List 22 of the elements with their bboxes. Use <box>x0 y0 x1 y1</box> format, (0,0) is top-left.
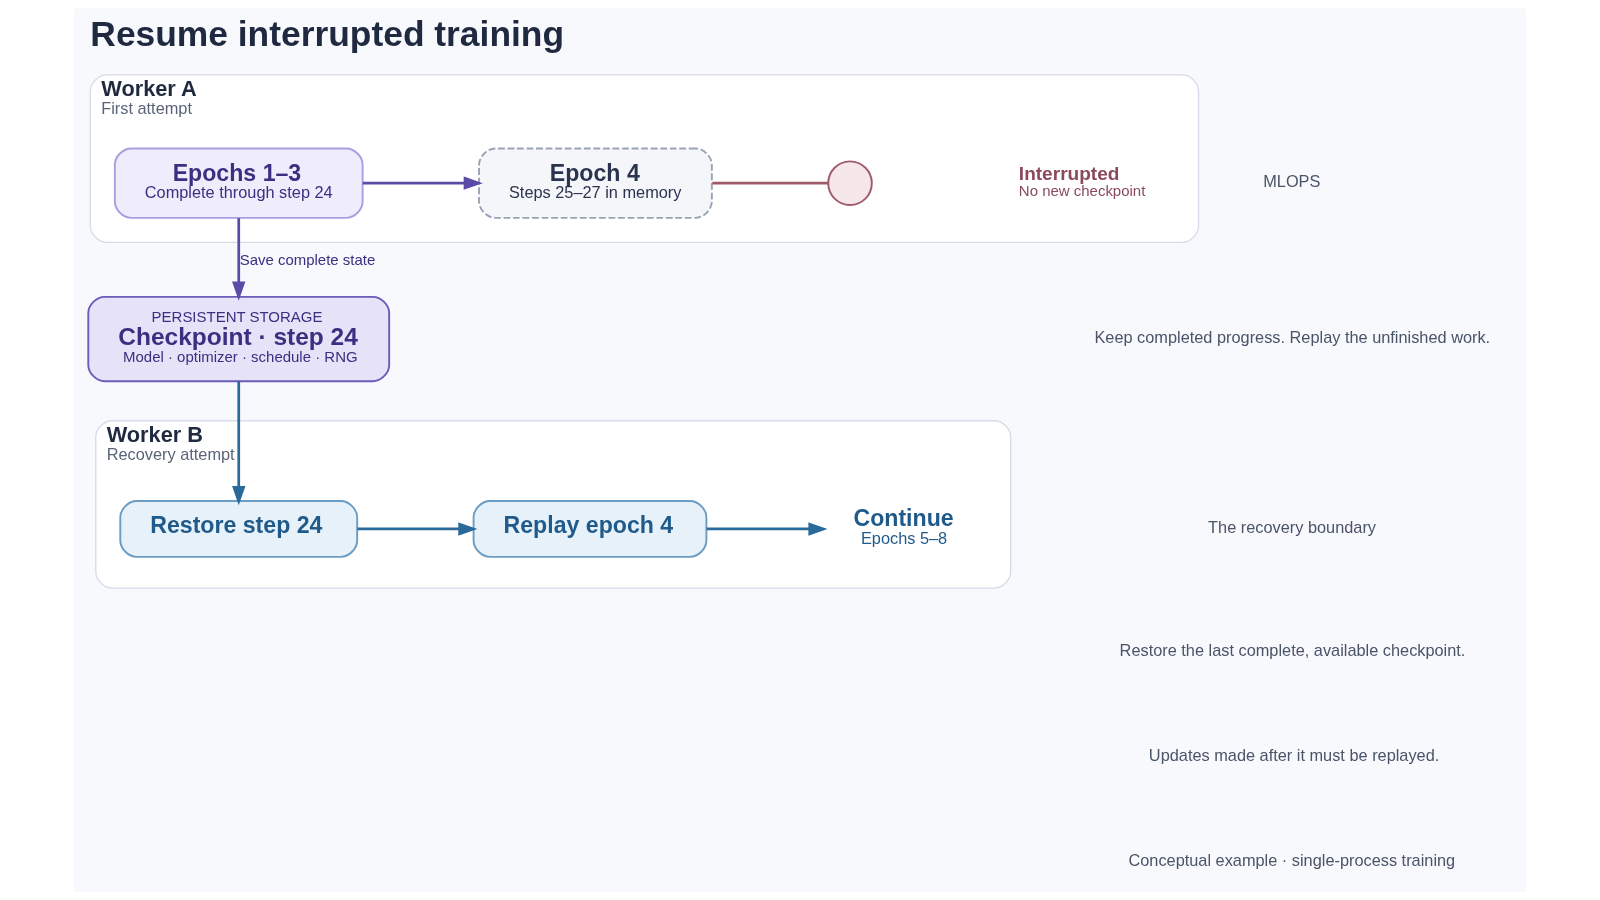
arrow <box>232 218 246 301</box>
node-label: Interrupted <box>1018 163 1120 185</box>
arrow <box>362 176 483 190</box>
node-box: Epoch 4 Steps 25–27 in memory <box>478 147 713 219</box>
label: Conceptual example · single-process training <box>1128 851 1456 870</box>
label: Keep completed progress. Replay the unfinished work. <box>1094 328 1491 347</box>
label: MLOPS <box>1263 172 1321 191</box>
label: Restore the last complete, available checkpoint. <box>1119 641 1466 660</box>
label: The recovery boundary <box>1208 518 1376 537</box>
connector <box>712 181 828 185</box>
node-box: Replay epoch 4 <box>472 500 708 558</box>
node-circle <box>827 160 873 206</box>
edge-label: Save complete state <box>239 251 376 269</box>
node-box: Epochs 1–3 Complete through step 24 <box>113 147 364 219</box>
arrow <box>706 522 828 536</box>
node-text: Continue Epochs 5–8 <box>853 505 954 548</box>
node-box: PERSISTENT STORAGE Checkpoint · step 24 Model · optimizer · schedule · RNG <box>87 295 391 383</box>
label: Updates made after it must be replayed. <box>1148 746 1440 765</box>
diagram-title: Resume interrupted training <box>90 14 565 54</box>
arrow <box>232 381 246 506</box>
arrow <box>357 522 478 536</box>
node-box: Restore step 24 <box>119 500 359 558</box>
